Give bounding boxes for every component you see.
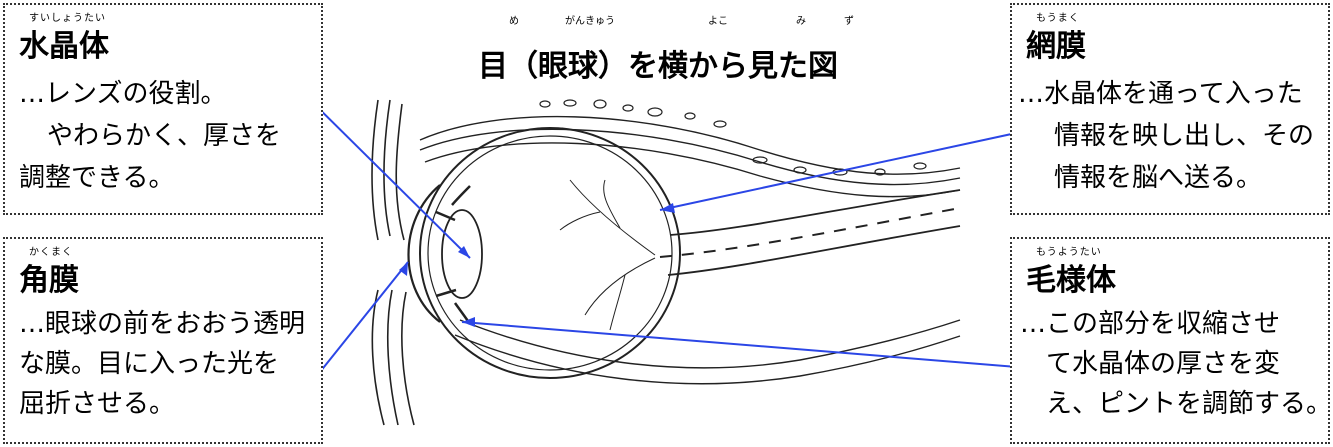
retina-title: 網膜 (1026, 29, 1086, 64)
lens-pointer-head (458, 246, 470, 258)
ciliary-body-description-line: え、ピントを調節する。 (1046, 389, 1333, 419)
cornea-description-line: 屈折させる。 (19, 389, 176, 419)
lens-description-line: …レンズの役割。 (19, 79, 227, 109)
lens-description-line: やわらかく、厚さを (47, 121, 282, 151)
optic-nerve (667, 189, 961, 276)
lens-label-box: すいしょうたい 水晶体 …レンズの役割。 やわらかく、厚さを 調整できる。 (3, 3, 323, 215)
diagram-title-furigana: ず (844, 16, 854, 27)
lens-title: 水晶体 (19, 29, 109, 64)
lens-description-line: 調整できる。 (19, 163, 175, 193)
retina-description-line: …水晶体を通って入った (1018, 79, 1303, 109)
diagram-title-furigana: み (796, 16, 806, 27)
diagram-title-furigana: がんきゅう (565, 16, 615, 27)
ciliary-body-label-box: もうようたい 毛様体 …この部分を収縮させ て水晶体の厚さを変 え、ピントを調節… (1010, 237, 1333, 444)
ciliary-body-title: 毛様体 (1026, 263, 1116, 298)
diagram-title-block: め がんきゅう よこ み ず 目（眼球）を横から見た図 (478, 8, 854, 84)
cornea-description-line: な膜。目に入った光を (19, 349, 280, 379)
ciliary-pointer (461, 321, 1031, 369)
retina-pointer-head (660, 203, 675, 213)
cornea-description-line: …眼球の前をおおう透明 (19, 309, 306, 339)
cornea-furigana: かくまく (29, 247, 73, 258)
cornea-label-box: かくまく 角膜 …眼球の前をおおう透明 な膜。目に入った光を 屈折させる。 (3, 237, 323, 444)
retina-label-box: もうまく 網膜 …水晶体を通って入った 情報を映し出し、その 情報を脳へ送る。 (1010, 3, 1330, 215)
retina-description-line: 情報を映し出し、その (1054, 121, 1315, 151)
diagram-title: 目（眼球）を横から見た図 (478, 49, 838, 84)
diagram-title-furigana: よこ (708, 16, 728, 27)
ciliary-body-furigana: もうようたい (1036, 247, 1102, 258)
retina-description-line: 情報を脳へ送る。 (1054, 163, 1263, 193)
orbital-fat-top (539, 99, 927, 176)
sclera (419, 127, 681, 379)
ciliary-body-description-line: て水晶体の厚さを変 (1046, 349, 1281, 379)
iris (435, 210, 457, 298)
cornea (407, 184, 441, 323)
optic-nerve-center (659, 207, 961, 258)
retinal-vessels (559, 179, 656, 331)
cornea-pointer-head (399, 262, 408, 276)
choroid (427, 135, 673, 371)
retina-furigana: もうまく (1036, 13, 1080, 24)
lens (441, 209, 483, 299)
cornea-title: 角膜 (19, 263, 79, 298)
ciliary-pointer-head (462, 317, 475, 327)
lens-furigana: すいしょうたい (29, 13, 106, 24)
ciliary-body-description-line: …この部分を収縮させ (1020, 309, 1281, 339)
retina-pointer (659, 129, 1031, 211)
diagram-title-furigana: め (509, 16, 519, 27)
eye-muscles (419, 115, 961, 385)
